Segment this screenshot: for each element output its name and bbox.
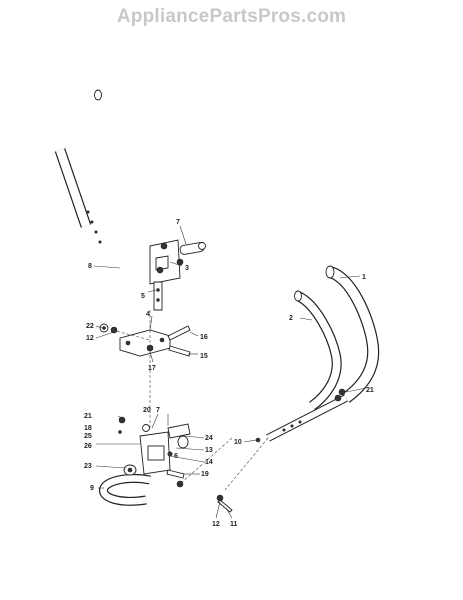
mid-plate-assembly <box>99 323 191 357</box>
part-label: 17 <box>148 365 156 372</box>
part-label: 8 <box>88 263 92 270</box>
part-label: 22 <box>86 323 94 330</box>
part-label: 4 <box>146 311 150 318</box>
part-label: 1 <box>362 274 366 281</box>
upper-bracket-assembly <box>149 239 206 311</box>
part-label: 23 <box>84 463 92 470</box>
watermark-text: AppliancePartsPros.com <box>116 6 347 27</box>
part-label: 12 <box>212 521 220 528</box>
part-label: 3 <box>185 265 189 272</box>
part-label: 26 <box>84 443 92 450</box>
part-label: 21 <box>366 387 374 394</box>
lower-clamp-assembly <box>99 388 346 513</box>
part-label: 11 <box>230 521 238 528</box>
part-label: 20 <box>143 407 151 414</box>
part-label: 9 <box>90 485 94 492</box>
part-label: 25 <box>84 433 92 440</box>
part-label: 24 <box>205 435 213 442</box>
part-label: 13 <box>205 447 213 454</box>
part-label: 19 <box>201 471 209 478</box>
part-label: 10 <box>234 439 242 446</box>
left-handle-bar <box>49 89 151 276</box>
part-label: 5 <box>141 293 145 300</box>
part-label: 12 <box>86 335 94 342</box>
part-label: 15 <box>200 353 208 360</box>
part-labels: 1 2 3 4 5 6 7 7 8 9 10 11 12 12 13 14 15… <box>84 219 374 528</box>
part-label: 14 <box>205 459 213 466</box>
leader-lines <box>93 225 367 519</box>
part-label: 7 <box>156 407 160 414</box>
part-label: 2 <box>289 315 293 322</box>
part-label: 6 <box>174 453 178 460</box>
part-label: 7 <box>176 219 180 226</box>
part-label: 16 <box>200 334 208 341</box>
right-handle-bars <box>266 265 380 442</box>
part-label: 21 <box>84 413 92 420</box>
part-label: 18 <box>84 425 92 432</box>
